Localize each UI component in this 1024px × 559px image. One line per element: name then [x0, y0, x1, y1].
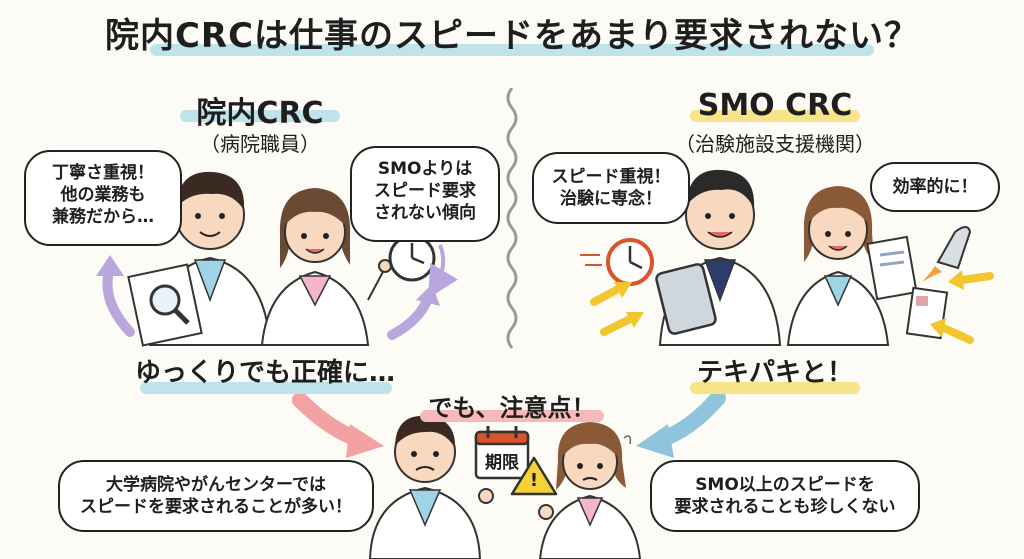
right-woman-figure: [786, 186, 890, 346]
bottom-title-highlight: [420, 410, 604, 422]
left-heading-highlight: [180, 110, 340, 122]
bottom-left-bubble: 大学病院やがんセンターでは スピードを要求されることが多い！: [58, 460, 374, 532]
left-caption: ゆっくりでも正確に…: [134, 358, 395, 388]
right-man-bubble-text: スピード重視！ 治験に専念！: [551, 167, 671, 210]
right-woman-bubble-text: 効率的に！: [892, 177, 978, 197]
right-caption: テキパキと！: [696, 358, 853, 388]
clock-icon: [388, 234, 458, 299]
page-title: 院内CRCは仕事のスピードをあまり要求されない？: [104, 16, 920, 56]
right-heading: SMO CRC: [697, 88, 853, 123]
warning-symbol: !: [529, 470, 539, 491]
warning-icon: [510, 456, 558, 496]
left-woman-bubble-text: SMOよりは スピード要求 されない傾向: [374, 159, 476, 224]
bottom-right-bubble: SMO以上のスピードを 要求されることも珍しくない: [650, 460, 920, 532]
right-subheading: （治験施設支援機関）: [675, 132, 875, 156]
left-woman-figure: [260, 188, 392, 346]
right-caption-highlight: [690, 382, 860, 394]
calendar-label: 期限: [485, 453, 519, 473]
bottom-title: でも、注意点！: [428, 394, 596, 422]
bottom-man-figure: [368, 415, 494, 559]
right-heading-highlight: [690, 110, 860, 122]
tablet-icon: [655, 263, 717, 335]
speed-clock-icon: [580, 238, 654, 286]
right-man-bubble: スピード重視！ 治験に専念！: [532, 152, 690, 224]
rocket-icon: [922, 226, 972, 282]
section-divider: [506, 88, 518, 349]
left-heading: 院内CRC: [196, 96, 324, 131]
speed-arrows: [590, 270, 994, 344]
left-subheading: （病院職員）: [200, 132, 320, 156]
bottom-woman-figure: [538, 422, 642, 559]
calendar-icon: [474, 426, 530, 480]
title-highlight: [150, 44, 874, 56]
left-man-bubble: 丁寧さ重視！ 他の業務も 兼務だから…: [24, 150, 182, 246]
bottom-right-bubble-text: SMO以上のスピードを 要求されることも珍しくない: [674, 475, 896, 518]
left-man-bubble-text: 丁寧さ重視！ 他の業務も 兼務だから…: [52, 163, 154, 228]
left-woman-bubble: SMOよりは スピード要求 されない傾向: [350, 146, 500, 242]
right-woman-bubble: 効率的に！: [870, 162, 1000, 212]
document-magnifier-icon: [127, 263, 203, 347]
left-caption-highlight: [140, 382, 392, 394]
bottom-left-bubble-text: 大学病院やがんセンターでは スピードを要求されることが多い！: [80, 475, 352, 518]
